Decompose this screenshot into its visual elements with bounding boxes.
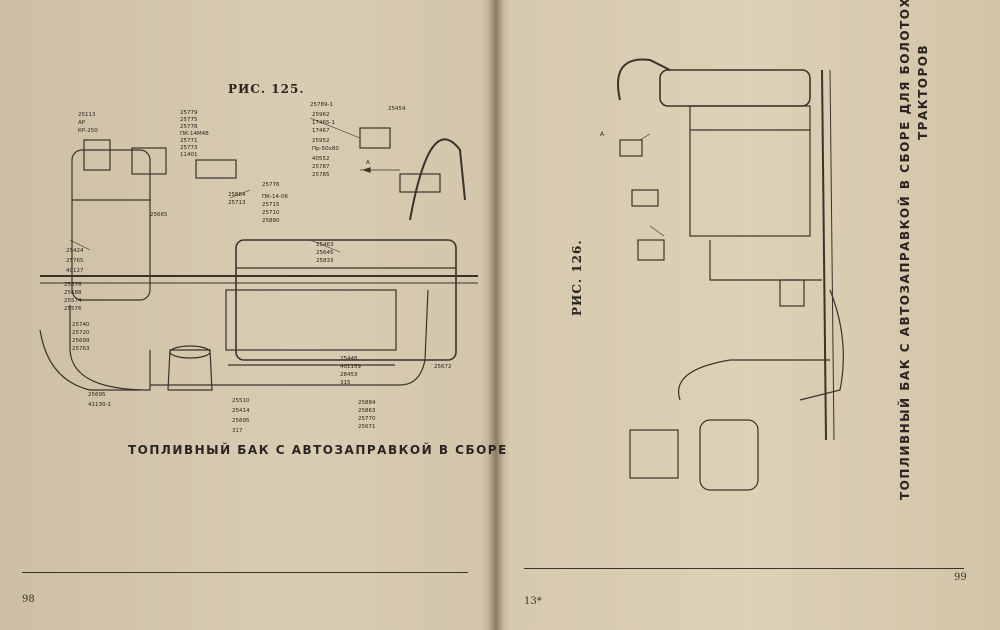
parts-left-column-1: 25765 — [66, 258, 84, 264]
parts-bottom-right-lower-2: 25770 — [358, 416, 376, 422]
parts-upper-left-1: АР — [78, 120, 86, 126]
parts-top-right-box-5: Пр-50х80 — [312, 146, 339, 152]
parts-bottom-center-2: 25695 — [232, 418, 250, 424]
figure-label-125: РИС. 125. — [228, 82, 305, 96]
part-top-right-single: 25454 — [388, 106, 406, 112]
parts-top-center-5: 25773 — [180, 145, 198, 151]
parts-mid-center-6: 25880 — [262, 218, 280, 224]
parts-upper-left-0: 25113 — [78, 112, 96, 118]
parts-mid-center-4: 25715 — [262, 202, 280, 208]
parts-top-right-box-3: 17467 — [312, 128, 330, 134]
parts-bottom-right-lower-0: 25884 — [358, 400, 376, 406]
left-page: РИС. 125. — [0, 0, 506, 630]
parts-bottom-left-1: 41130-1 — [88, 402, 111, 408]
parts-left-lower-1: 25688 — [64, 290, 82, 296]
footer-rule-left — [22, 572, 468, 573]
section-marker-a-right: А — [600, 131, 605, 138]
book-gutter — [488, 0, 504, 630]
parts-top-right-box-4: 25952 — [312, 138, 330, 144]
section-marker-a: А — [366, 160, 370, 166]
parts-bottom-right-upper-2: 28453 — [340, 372, 358, 378]
parts-top-center-6: 11401 — [180, 152, 198, 158]
parts-top-center-3: ПК-14М48 — [180, 131, 209, 137]
fuel-tank-diagram-125: 25113 АР КР-250 25779 25775 25778 ПК-14М… — [39, 102, 478, 434]
parts-top-center-4: 25771 — [180, 138, 198, 144]
parts-top-center-0: 25779 — [180, 110, 198, 116]
parts-left-lower-3: 25576 — [64, 306, 82, 312]
parts-bottom-center-1: 25414 — [232, 408, 250, 414]
parts-left-bottom-2: 25699 — [72, 338, 90, 344]
signature-mark: 13* — [524, 596, 542, 607]
figure-label-126: РИС. 126. — [570, 239, 584, 317]
parts-left-bottom-3: 25763 — [72, 346, 90, 352]
parts-mid-center-5: 25710 — [262, 210, 280, 216]
parts-bottom-right-upper-0: 25448 — [340, 356, 358, 362]
parts-top-center-2: 25778 — [180, 124, 198, 130]
caption-125: ТОПЛИВНЫЙ БАК С АВТОЗАПРАВКОЙ В СБОРЕ — [128, 443, 508, 457]
parts-top-right-box-7: 25787 — [312, 164, 330, 170]
part-mid-left: 25665 — [150, 212, 168, 218]
parts-tank-label-0: 25463 — [316, 242, 334, 248]
caption-126-line1: ТОПЛИВНЫЙ БАК С АВТОЗАПРАВКОЙ В СБОРЕ ДЛ… — [898, 0, 912, 500]
right-page: РИС. 126. — [500, 0, 1000, 630]
caption-126-line2: ТРАКТОРОВ — [916, 43, 930, 140]
parts-tank-label-2: 25833 — [316, 258, 334, 264]
parts-left-lower-2: 25574 — [64, 298, 82, 304]
footer-rule-right — [524, 568, 964, 569]
parts-tank-label-1: 25645 — [316, 250, 334, 256]
part-right-edge: 25672 — [434, 364, 452, 370]
parts-top-right-box-1: 25962 — [312, 112, 330, 118]
page-number-right: 99 — [954, 572, 967, 583]
parts-top-right-box-6: 40552 — [312, 156, 330, 162]
parts-bottom-right-lower-1: 25863 — [358, 408, 376, 414]
parts-left-bottom-0: 25740 — [72, 322, 90, 328]
parts-top-right-box-0: 25789-1 — [310, 102, 333, 108]
parts-top-center-1: 25775 — [180, 117, 198, 123]
parts-upper-left-2: КР-250 — [78, 128, 98, 134]
parts-top-right-box-2: 17465-1 — [312, 120, 335, 126]
parts-mid-center-0: 25776 — [262, 182, 280, 188]
parts-mid-center-2: 25713 — [228, 200, 246, 206]
parts-left-lower-0: 25676 — [64, 282, 82, 288]
parts-bottom-right-lower-3: 25671 — [358, 424, 376, 430]
parts-bottom-center-3: 317 — [232, 428, 243, 434]
page-number-left: 98 — [22, 594, 35, 605]
parts-bottom-right-upper-1: 401159 — [340, 364, 361, 370]
parts-bottom-right-upper-3: 315 — [340, 380, 351, 386]
parts-mid-center-3: ПК-14-06 — [262, 194, 289, 200]
parts-bottom-center-0: 25510 — [232, 398, 250, 404]
fuel-tank-diagram-126: А — [600, 58, 844, 491]
parts-left-bottom-1: 25720 — [72, 330, 90, 336]
parts-left-column-0: 25424 — [66, 248, 84, 254]
parts-top-right-box-8: 25785 — [312, 172, 330, 178]
parts-bottom-left-0: 25695 — [88, 392, 106, 398]
parts-left-column-2: 40127 — [66, 268, 84, 274]
parts-mid-center-1: 25884 — [228, 192, 246, 198]
